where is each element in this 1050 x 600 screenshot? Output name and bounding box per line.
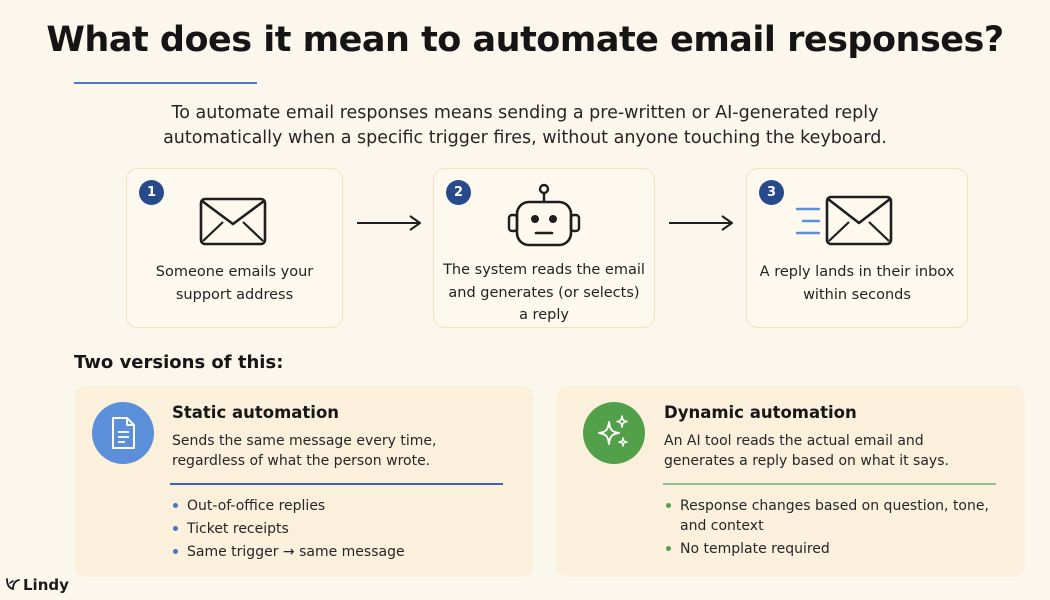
arrow-right-icon <box>669 215 733 231</box>
arrow-right-icon <box>357 215 421 231</box>
card-title: Static automation <box>172 403 340 422</box>
static-automation-card: Static automation Sends the same message… <box>74 386 534 577</box>
list-item: Out-of-office replies <box>170 496 490 516</box>
step-text: A reply lands in their inbox within seco… <box>759 264 955 303</box>
step-number-badge: 3 <box>759 180 784 205</box>
title-underline <box>74 82 257 84</box>
robot-icon <box>507 183 581 247</box>
card-list: Out-of-office replies Ticket receipts Sa… <box>170 496 490 565</box>
lindy-logo-icon <box>6 578 20 590</box>
step-text: Someone emails your support address <box>155 264 314 303</box>
sparkles-icon <box>598 415 628 447</box>
list-item: No template required <box>663 539 993 559</box>
list-item: Response changes based on question, tone… <box>663 496 993 536</box>
card-description: An AI tool reads the actual email and ge… <box>664 433 949 469</box>
step-card-3: 3 A reply lands in their inbox within se… <box>746 168 968 328</box>
step-number-badge: 1 <box>139 180 164 205</box>
card-list: Response changes based on question, tone… <box>663 496 993 562</box>
envelope-icon <box>199 197 267 246</box>
document-icon <box>112 417 135 449</box>
card-icon-circle <box>92 402 154 464</box>
dynamic-automation-card: Dynamic automation An AI tool reads the … <box>556 386 1025 577</box>
card-divider <box>663 483 996 485</box>
versions-heading: Two versions of this: <box>74 352 284 373</box>
card-divider <box>170 483 503 485</box>
card-title: Dynamic automation <box>664 403 857 422</box>
brand-name: Lindy <box>23 576 69 594</box>
step-number-badge: 2 <box>446 180 471 205</box>
step-text: The system reads the email and generates… <box>443 262 645 323</box>
speeding-envelope-icon <box>795 195 893 246</box>
brand-logo: Lindy <box>5 576 69 594</box>
card-description: Sends the same message every time, regar… <box>172 433 437 469</box>
step-card-1: 1 Someone emails your support address <box>126 168 343 328</box>
list-item: Ticket receipts <box>170 519 490 539</box>
step-card-2: 2 The system reads the email and generat… <box>433 168 655 328</box>
card-icon-circle <box>583 402 645 464</box>
intro-paragraph: To automate email responses means sendin… <box>163 103 887 148</box>
page-title: What does it mean to automate email resp… <box>46 20 1004 60</box>
list-item: Same trigger → same message <box>170 542 490 562</box>
